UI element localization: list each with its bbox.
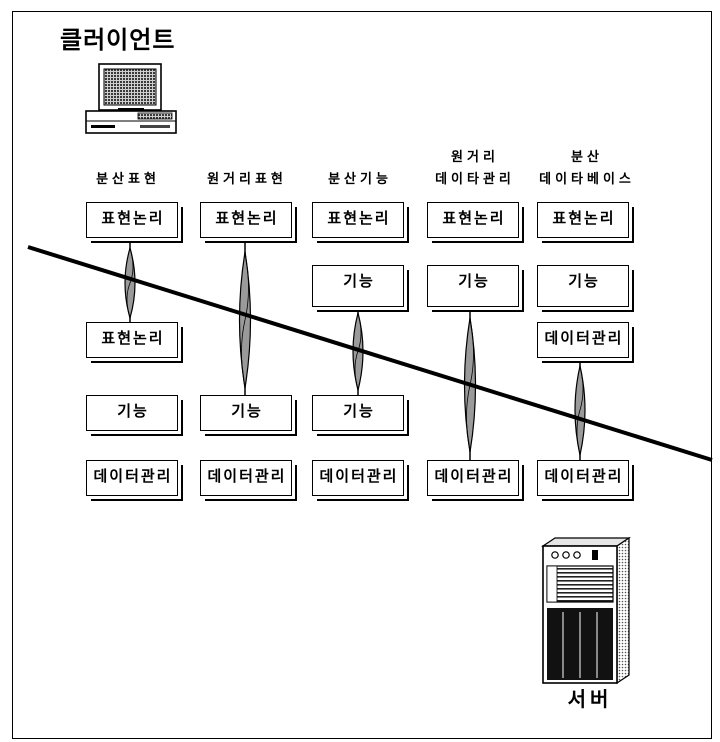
col4-box-presentation-logic: 표현논리: [427, 202, 519, 238]
server-icon: [543, 538, 629, 683]
col4-header-line2: 데이타관리: [422, 172, 528, 188]
col4-box-function: 기능: [427, 265, 519, 307]
col2-box-function: 기능: [200, 395, 292, 431]
col5-box-data-management-server: 데이터관리: [537, 460, 629, 496]
col4-header: 원거리 데이타관리: [418, 150, 528, 188]
col3-box-presentation-logic: 표현논리: [312, 202, 404, 238]
col3-header: 분산기능: [306, 172, 410, 188]
col5-box-presentation-logic: 표현논리: [537, 202, 629, 238]
col2-header-line1: 원거리표현: [197, 172, 297, 188]
col1-header: 분산표현: [74, 172, 178, 188]
col2-box-presentation-logic: 표현논리: [200, 202, 292, 238]
col4-header-line1: 원거리: [422, 150, 528, 166]
col1-box-data-management: 데이터관리: [86, 460, 178, 496]
col5-header-line2: 데이타베이스: [529, 172, 645, 188]
server-label: 서버: [545, 686, 631, 712]
client-label: 클러이언트: [60, 25, 175, 55]
col1-header-line1: 분산표현: [78, 172, 178, 188]
col3-box-function-client: 기능: [312, 265, 404, 307]
col5-header: 분산 데이타베이스: [525, 150, 645, 188]
col3-box-function-server: 기능: [312, 395, 404, 431]
col1-box-presentation-logic-server: 표현논리: [86, 322, 178, 358]
col4-box-data-management: 데이터관리: [427, 460, 519, 496]
col5-box-data-management-client: 데이터관리: [537, 322, 629, 358]
col2-box-data-management: 데이터관리: [200, 460, 292, 496]
col1-box-presentation-logic-client: 표현논리: [86, 202, 178, 238]
col2-header: 원거리표현: [193, 172, 297, 188]
connector-col5: [575, 358, 585, 460]
computer-icon: [86, 64, 176, 133]
col5-header-line1: 분산: [529, 150, 645, 166]
col3-box-data-management: 데이터관리: [312, 460, 404, 496]
col5-box-function: 기능: [537, 265, 629, 307]
col3-header-line1: 분산기능: [310, 172, 410, 188]
col1-box-function: 기능: [86, 395, 178, 431]
